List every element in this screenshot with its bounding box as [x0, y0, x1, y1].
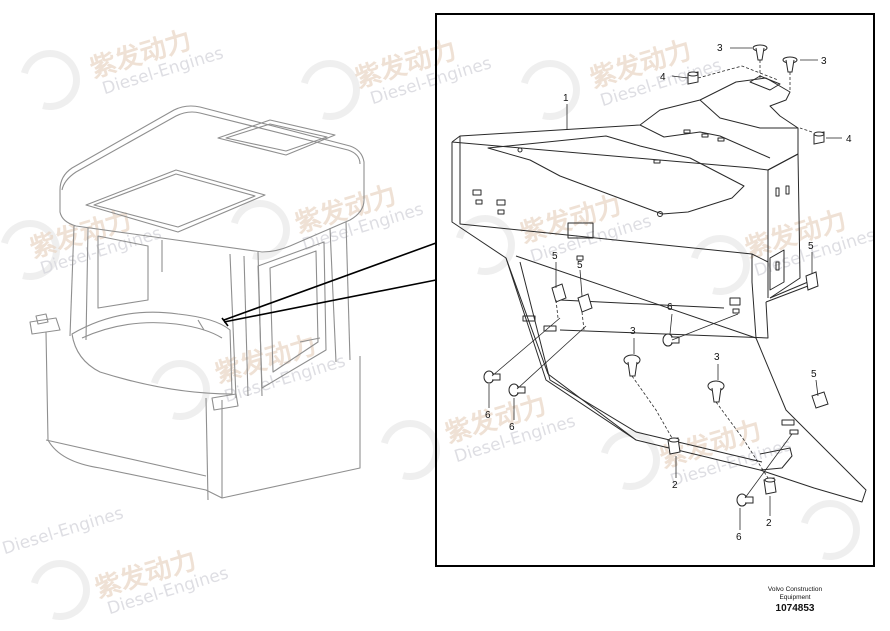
callout-2-left: 2 [672, 480, 678, 491]
callout-6-center: 6 [667, 302, 673, 313]
footer-brand: Volvo Construction Equipment [730, 586, 860, 602]
callout-3-mid-left: 3 [630, 326, 636, 337]
assembly-lines [555, 60, 813, 479]
callout-3-top-left: 3 [717, 43, 723, 54]
bracket-assembly [451, 75, 867, 503]
brand-line-1: Volvo Construction [767, 586, 823, 593]
callout-4-top: 4 [660, 72, 666, 83]
fasteners [483, 44, 829, 507]
callout-5-left-b: 5 [577, 260, 583, 271]
callout-2-right: 2 [766, 518, 772, 529]
detail-frame [435, 13, 875, 567]
callout-5-right-top: 5 [808, 241, 814, 252]
callout-5-right-bottom: 5 [811, 369, 817, 380]
callout-3-mid-right: 3 [714, 352, 720, 363]
cab-overview [29, 105, 365, 501]
callout-1: 1 [563, 93, 569, 104]
callout-3-top-right: 3 [821, 56, 827, 67]
brand-line-2: Equipment [779, 594, 811, 601]
callout-6-left-b: 6 [509, 422, 515, 433]
callout-labels: 1 3 3 4 4 5 5 5 5 6 3 3 6 6 2 2 6 [485, 43, 852, 543]
callout-5-left-a: 5 [552, 251, 558, 262]
detail-connector [221, 242, 437, 327]
callout-6-bottom: 6 [736, 532, 742, 543]
callout-6-left-a: 6 [485, 410, 491, 421]
part-number: 1074853 [775, 603, 815, 614]
leader-lines [488, 47, 842, 530]
callout-4-right: 4 [846, 134, 852, 145]
